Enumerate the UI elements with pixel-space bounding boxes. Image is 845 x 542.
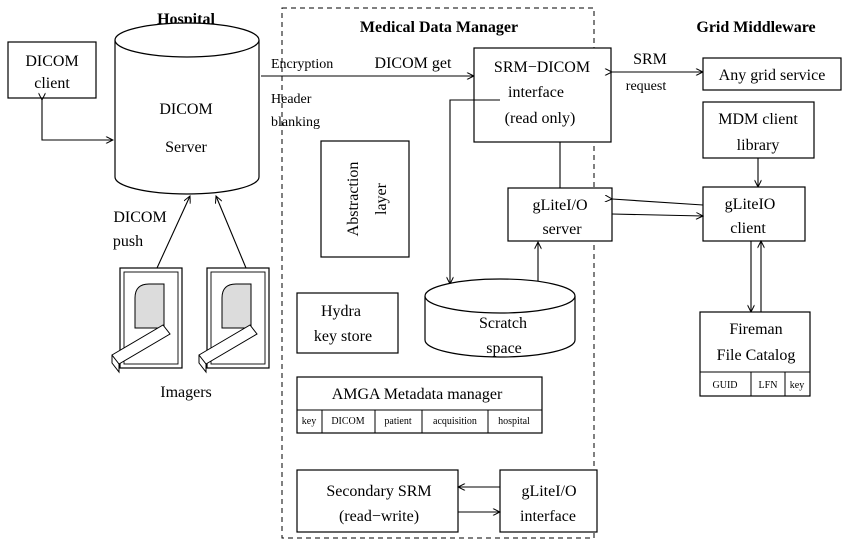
srm-dicom-label-3: (read only) <box>505 110 576 127</box>
push-arrow-left <box>156 196 190 269</box>
glite-client-label-2: client <box>730 220 766 237</box>
dicom-client-box: DICOM client <box>7 41 97 99</box>
srm-request-label-1: SRM <box>633 51 667 68</box>
srm-request-label-2: request <box>626 79 667 94</box>
amga-column-dicom: DICOM <box>331 416 364 427</box>
dicom-client-label-2: client <box>34 75 70 92</box>
srm-dicom-label-2: interface <box>508 84 564 101</box>
amga-title: AMGA Metadata manager <box>332 386 503 403</box>
srm-to-scratch-arrow <box>450 99 500 284</box>
dicom-push-label-1: DICOM <box>113 209 166 226</box>
amga-column-hospital: hospital <box>498 416 530 427</box>
encryption-label: Encryption <box>271 57 333 72</box>
header-blanking-label-2: blanking <box>271 115 320 130</box>
scratch-label-1: Scratch <box>479 315 527 332</box>
glite-io-interface-box: gLiteI/O interface <box>499 469 598 533</box>
srm-dicom-interface-box: SRM−DICOM interface (read only) <box>473 47 612 143</box>
mdm-client-library-label-1: MDM client <box>718 111 798 128</box>
mdm-client-library-box: MDM client library <box>702 101 815 159</box>
hydra-key-store-box: Hydra key store <box>296 292 399 354</box>
imager-icon <box>111 267 183 374</box>
server-to-client-arrow <box>612 199 704 206</box>
abstraction-layer-box: Abstraction layer <box>320 140 410 258</box>
fireman-label-2: File Catalog <box>717 347 796 364</box>
mdm-client-library-label-2: library <box>737 137 780 154</box>
amga-metadata-manager-box: AMGA Metadata manager key DICOM patient … <box>296 376 543 434</box>
dicom-get-label: DICOM get <box>375 55 452 72</box>
imager-icon <box>198 267 270 374</box>
amga-column-acquisition: acquisition <box>433 416 477 427</box>
abstraction-layer-label-1: Abstraction <box>345 162 362 237</box>
fireman-column-key: key <box>790 380 804 391</box>
glite-interface-label-1: gLiteI/O <box>521 483 576 500</box>
fireman-label-1: Fireman <box>729 321 782 338</box>
glite-io-server-box: gLiteI/O server <box>507 187 613 242</box>
glite-server-label-2: server <box>542 221 582 238</box>
dicom-client-label-1: DICOM <box>25 53 78 70</box>
scratch-label-2: space <box>486 340 522 357</box>
hydra-label-1: Hydra <box>321 303 361 320</box>
any-grid-service-box: Any grid service <box>702 57 842 91</box>
amga-column-key: key <box>302 416 316 427</box>
glite-server-label-1: gLiteI/O <box>532 197 587 214</box>
header-blanking-label-1: Header <box>271 92 312 107</box>
secondary-srm-label-1: Secondary SRM <box>326 483 431 500</box>
secondary-srm-box: Secondary SRM (read−write) <box>296 469 459 533</box>
mdm-heading: Medical Data Manager <box>360 19 518 36</box>
dicom-server-label-1: DICOM <box>159 101 212 118</box>
imagers-label: Imagers <box>160 384 212 401</box>
dicom-server-cylinder: DICOM Server <box>114 22 260 195</box>
srm-dicom-label-1: SRM−DICOM <box>494 59 590 76</box>
client-server-connector <box>42 100 113 140</box>
glite-client-label-1: gLiteIO <box>725 196 776 213</box>
hydra-label-2: key store <box>314 328 372 345</box>
push-arrow-right <box>216 196 247 269</box>
any-grid-service-label: Any grid service <box>719 67 826 84</box>
mdm-boundary <box>281 7 595 539</box>
secondary-srm-label-2: (read−write) <box>339 508 419 525</box>
dicom-push-label-2: push <box>113 233 143 250</box>
fireman-file-catalog-box: Fireman File Catalog GUID LFN key <box>699 311 811 397</box>
dicom-server-label-2: Server <box>165 139 207 156</box>
glite-interface-label-2: interface <box>520 508 576 525</box>
amga-column-patient: patient <box>384 416 411 427</box>
client-to-server-arrow <box>611 214 703 216</box>
fireman-column-lfn: LFN <box>759 380 778 391</box>
fireman-column-guid: GUID <box>713 380 738 391</box>
glite-io-client-box: gLiteIO client <box>702 186 806 242</box>
scratch-space-cylinder: Scratch space <box>424 278 576 358</box>
abstraction-layer-label-2: layer <box>373 182 390 215</box>
grid-middleware-heading: Grid Middleware <box>696 19 815 36</box>
